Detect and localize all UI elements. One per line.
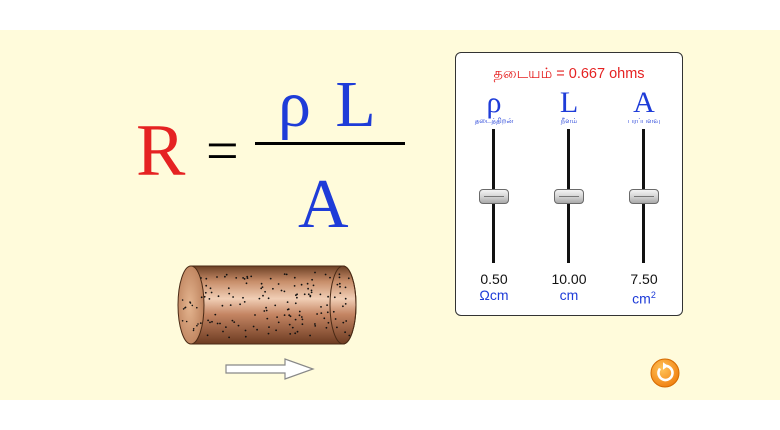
formula-equals-sign: = (206, 118, 239, 183)
slider-column-length: L நீளம் 10.00 cm (539, 86, 599, 304)
formula-resistance-symbol: R (136, 110, 186, 192)
resistivity-value: 0.50 (480, 271, 508, 287)
length-unit: cm (559, 287, 579, 303)
area-label: பரப்பளவு (627, 118, 661, 125)
resistivity-slider[interactable] (464, 129, 524, 263)
resistivity-label: தடைத்திறன் (474, 118, 514, 125)
area-unit-base: cm (632, 290, 651, 307)
area-value: 7.50 (630, 271, 658, 287)
length-symbol: L (559, 86, 579, 119)
resistance-readout: தடையம் = 0.667 ohms (493, 66, 645, 82)
area-unit: cm2 (614, 287, 674, 307)
resistivity-slider-thumb[interactable] (479, 188, 509, 204)
formula-denominator: A (298, 166, 349, 243)
reset-icon[interactable] (650, 358, 680, 388)
resistor-wire (177, 265, 357, 345)
area-slider[interactable] (614, 129, 674, 263)
length-value: 10.00 (551, 271, 587, 287)
area-symbol: A (633, 86, 655, 119)
formula-fraction-bar (255, 142, 405, 145)
simulation-stage: R = ρ L A தடையம் = 0.667 ohms (0, 30, 780, 400)
length-slider-thumb[interactable] (554, 188, 584, 204)
slider-column-resistivity: ρ தடைத்திறன் 0.50 Ωcm (464, 86, 524, 304)
control-panel: தடையம் = 0.667 ohms ρ தடைத்திறன் 0.50 Ωc… (455, 52, 683, 316)
length-label: நீளம் (560, 118, 578, 125)
formula-numerator: ρ L (278, 68, 380, 141)
area-unit-exponent: 2 (650, 290, 656, 300)
arrow-right-icon (225, 358, 315, 380)
area-slider-thumb[interactable] (629, 188, 659, 204)
length-slider[interactable] (539, 129, 599, 263)
resistivity-unit: Ωcm (479, 287, 509, 303)
slider-column-area: A பரப்பளவு 7.50 cm2 (614, 86, 674, 307)
resistivity-symbol: ρ (486, 86, 502, 119)
